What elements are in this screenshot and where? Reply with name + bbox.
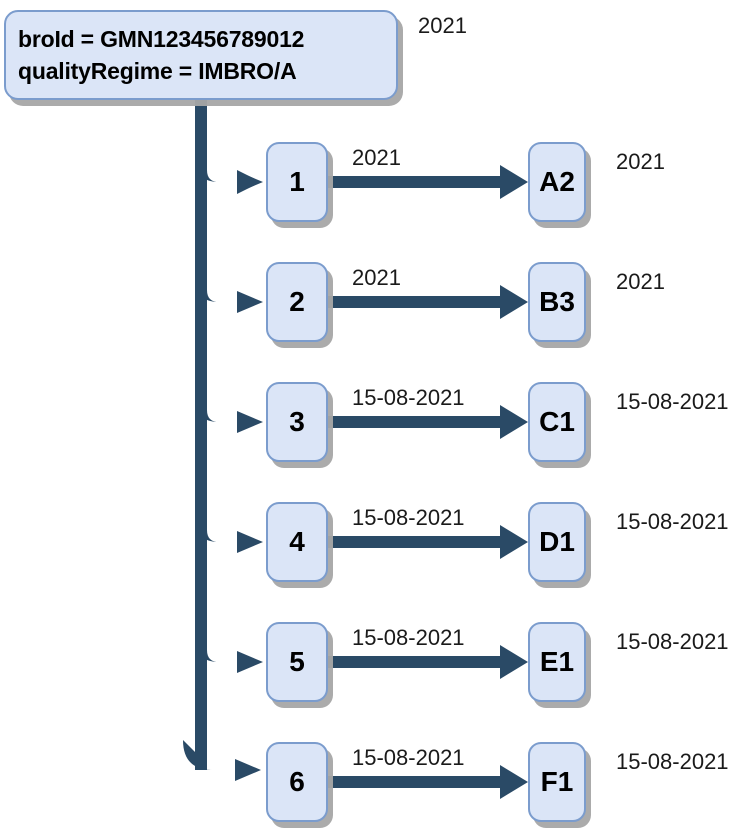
row-arrow-6: [322, 765, 528, 799]
registration-object-box[interactable]: broId = GMN123456789012 qualityRegime = …: [4, 10, 398, 100]
branch-row-5: [195, 638, 263, 673]
row-arrow-2: [322, 285, 528, 319]
edge-label: 15-08-2021: [352, 745, 465, 770]
quality-regime-line: qualityRegime = IMBRO/A: [18, 58, 297, 84]
sequence-node[interactable]: 3: [266, 382, 328, 462]
edge-label: 15-08-2021: [352, 385, 465, 410]
sequence-node[interactable]: 4: [266, 502, 328, 582]
trunk-line: [195, 100, 207, 770]
row-side-label: 15-08-2021: [616, 509, 729, 534]
edge-label: 15-08-2021: [352, 625, 465, 650]
sequence-node-label: 4: [289, 526, 305, 557]
header-side-label: 2021: [418, 13, 467, 38]
edge-label: 2021: [352, 145, 401, 170]
branch-row-6: [183, 740, 261, 781]
branch-row-2: [195, 278, 263, 313]
target-node[interactable]: E1: [528, 622, 586, 702]
sequence-node[interactable]: 6: [266, 742, 328, 822]
target-node[interactable]: D1: [528, 502, 586, 582]
target-node[interactable]: B3: [528, 262, 586, 342]
sequence-node[interactable]: 1: [266, 142, 328, 222]
target-node-label: F1: [540, 766, 574, 797]
sequence-node-label: 2: [289, 286, 305, 317]
row-arrow-1: [322, 165, 528, 199]
target-node[interactable]: A2: [528, 142, 586, 222]
row-side-label: 2021: [616, 269, 665, 294]
row-side-label: 15-08-2021: [616, 749, 729, 774]
sequence-node[interactable]: 5: [266, 622, 328, 702]
target-node-label: A2: [539, 166, 575, 197]
row-side-label: 15-08-2021: [616, 389, 729, 414]
target-node-label: D1: [539, 526, 575, 557]
broid-line: broId = GMN123456789012: [18, 26, 305, 52]
row-arrow-3: [322, 405, 528, 439]
sequence-node-label: 5: [289, 646, 305, 677]
branch-row-3: [195, 398, 263, 433]
sequence-node-label: 3: [289, 406, 305, 437]
row-side-label: 15-08-2021: [616, 629, 729, 654]
sequence-node-label: 1: [289, 166, 305, 197]
branch-row-1: [195, 158, 263, 194]
branch-row-4: [195, 518, 263, 553]
target-node[interactable]: C1: [528, 382, 586, 462]
sequence-node-label: 6: [289, 766, 305, 797]
target-node-label: E1: [539, 646, 575, 677]
row-arrow-4: [322, 525, 528, 559]
row-side-label: 2021: [616, 149, 665, 174]
target-node[interactable]: F1: [528, 742, 586, 822]
edge-label: 15-08-2021: [352, 505, 465, 530]
target-node-label: B3: [539, 286, 575, 317]
target-node-label: C1: [539, 406, 575, 437]
sequence-node[interactable]: 2: [266, 262, 328, 342]
row-arrow-5: [322, 645, 528, 679]
edge-label: 2021: [352, 265, 401, 290]
